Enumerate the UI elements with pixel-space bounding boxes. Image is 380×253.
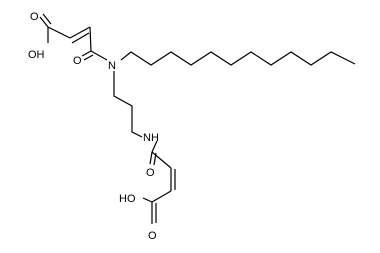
dodecyl-chain	[120, 51, 356, 66]
atom-label-o-amide-top: O	[73, 55, 82, 67]
bond-amide-c-to-alkene-bottom	[151, 151, 172, 169]
bond-alkene-top	[69, 26, 91, 39]
bond-alkene-to-acid-c-bottom	[151, 190, 172, 203]
bond-alkene-to-amide-c-top	[89, 26, 92, 52]
bond-c-o-carbonyl-top-double	[42, 13, 52, 25]
bond-amide-c-o-top	[81, 50, 92, 57]
bond-acid-c-ho-bottom	[142, 197, 153, 203]
atom-label-o-carbonyl-top: O	[30, 11, 39, 23]
bond-amide-c-o-bottom	[149, 151, 153, 165]
bottom-carboxylic-acid-group	[142, 197, 157, 224]
top-alkene	[69, 26, 92, 52]
bottom-alkene	[151, 168, 176, 203]
bond-acid-c-to-alkene-top	[47, 26, 71, 39]
atom-label-ho-bottom: HO	[119, 193, 136, 205]
top-carboxylic-acid-group	[39, 13, 71, 43]
bond-amide-c-n-top	[90, 50, 108, 61]
top-amide-group	[81, 50, 108, 61]
bond-amide-c-o-top-double	[83, 54, 94, 61]
bond-c-o-carbonyl-top	[39, 16, 49, 28]
bond-alkene-top-double	[71, 32, 90, 44]
atom-label-nh-amide-bottom: NH	[143, 132, 159, 144]
propyl-linker	[113, 71, 143, 138]
bond-nh-amide-c-bottom	[151, 140, 158, 153]
atom-label-o-carbonyl-bottom: O	[148, 230, 157, 242]
bottom-amide-group	[149, 140, 172, 169]
atom-label-n-amide-top: N	[108, 60, 116, 72]
atom-label-o-amide-bottom: O	[146, 167, 155, 179]
atom-label-oh-top: OH	[28, 49, 45, 61]
